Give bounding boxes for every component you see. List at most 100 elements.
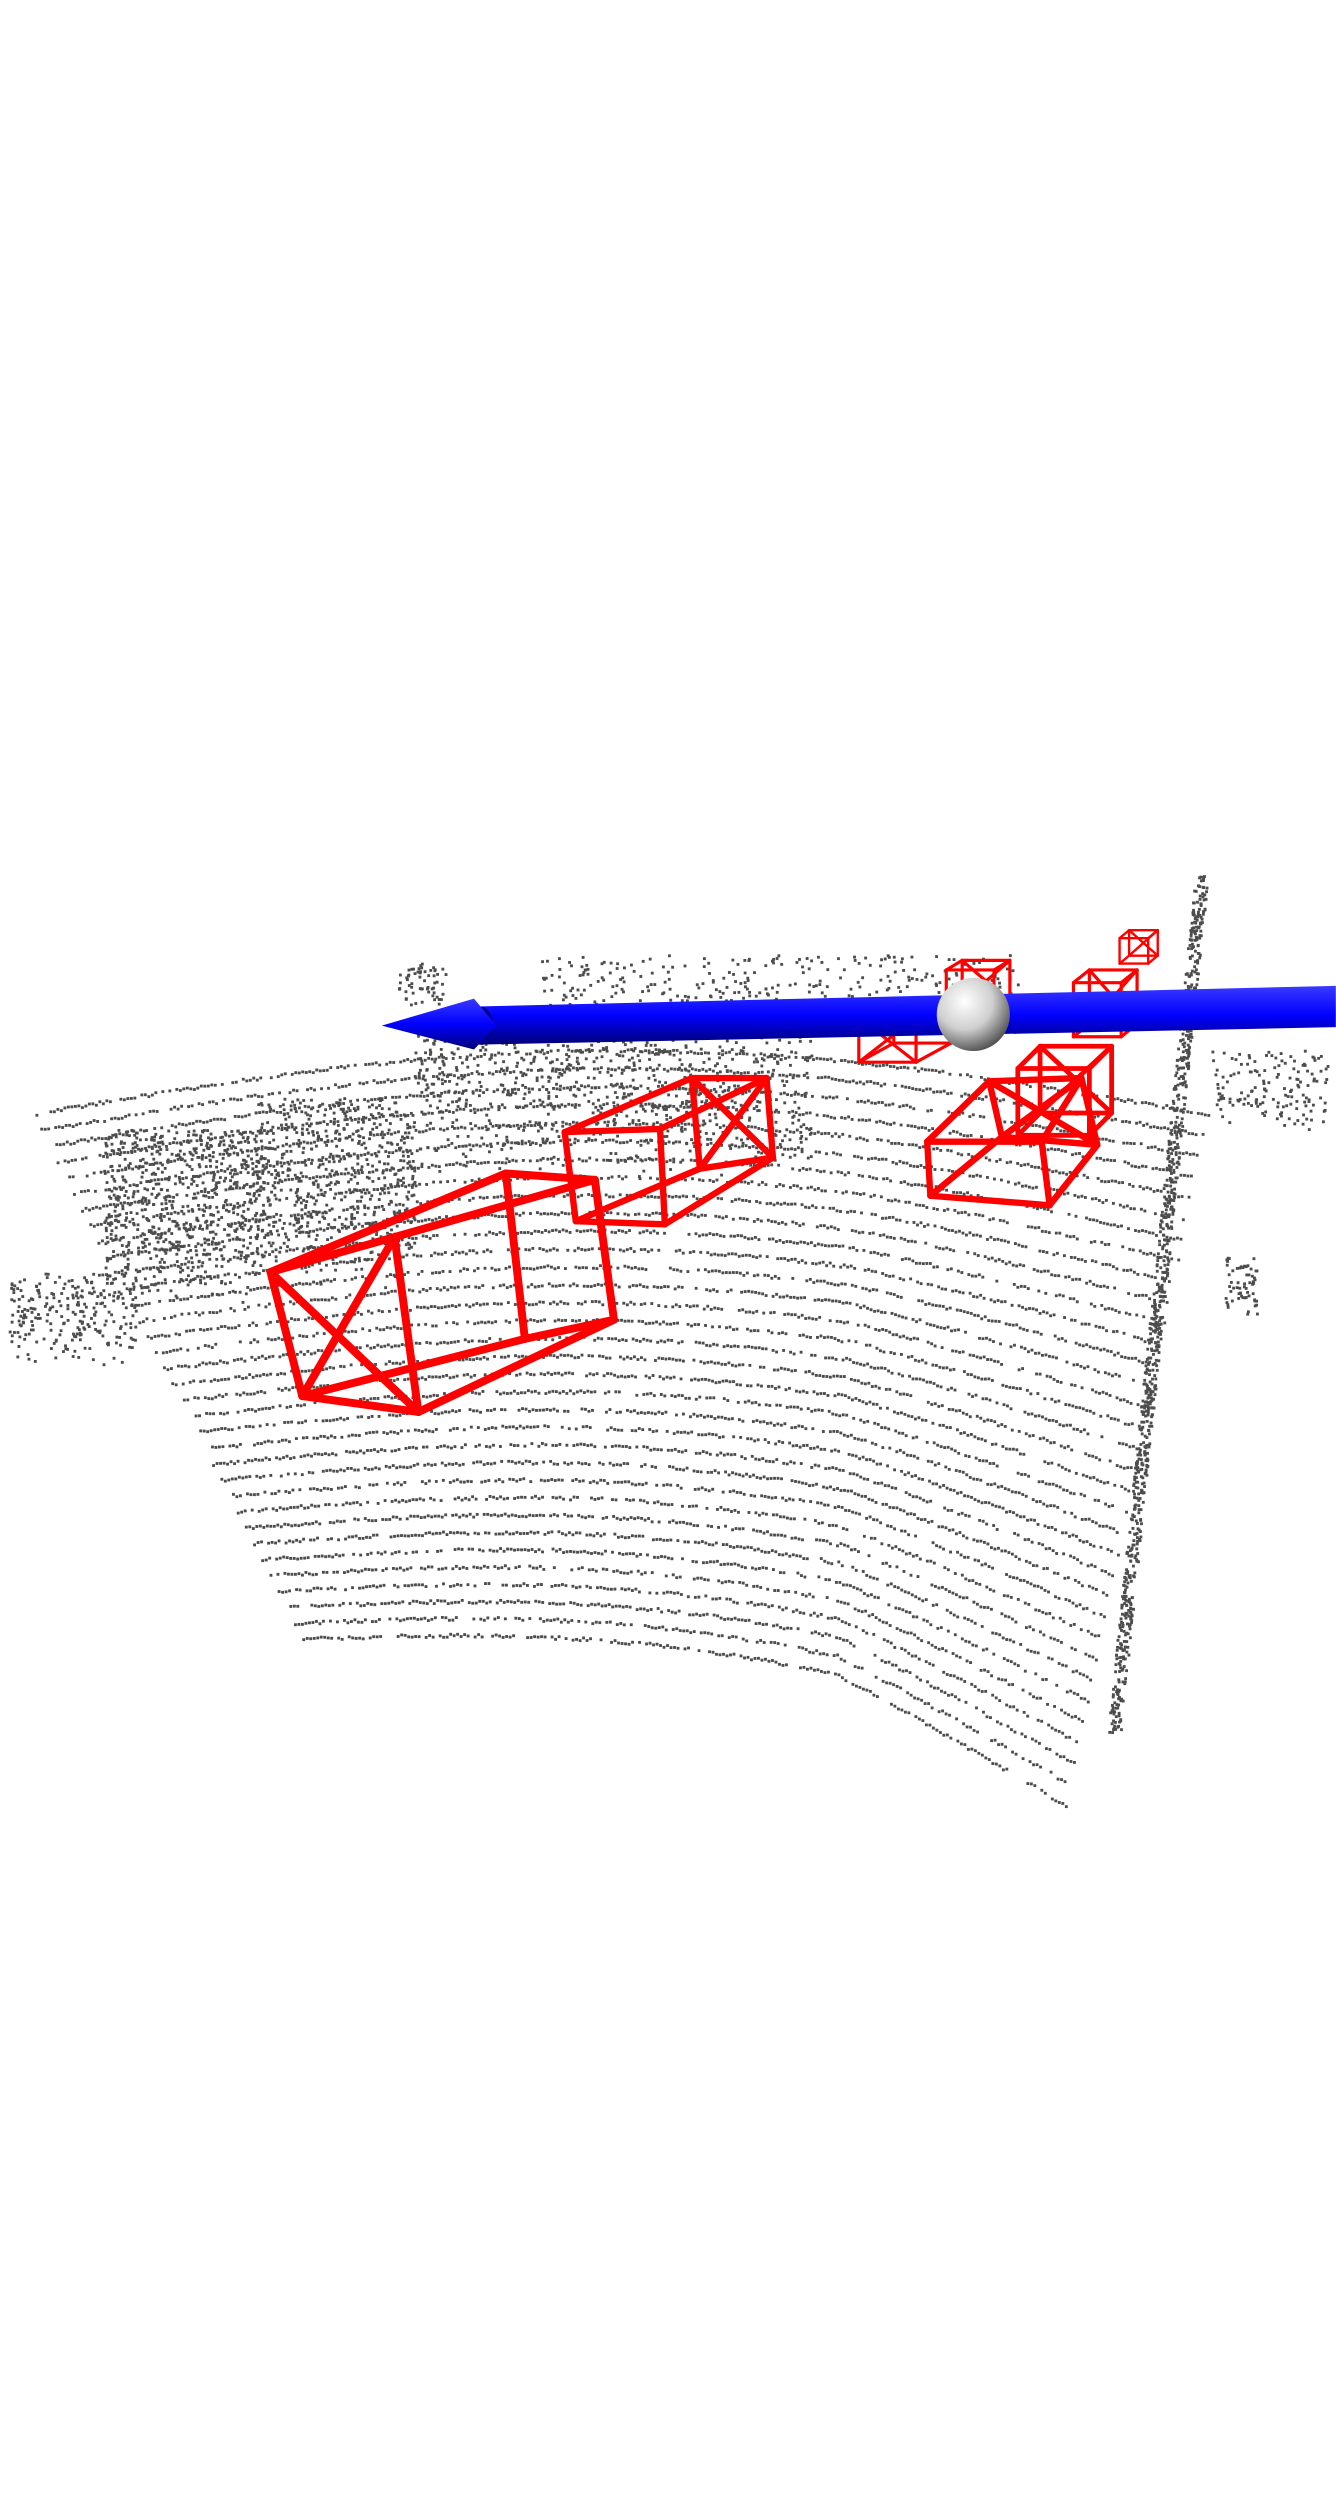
lidar-point <box>785 1240 789 1243</box>
lidar-point <box>630 1319 634 1323</box>
lidar-point <box>431 1324 435 1328</box>
lidar-point <box>486 1160 490 1164</box>
lidar-point <box>818 1261 822 1265</box>
lidar-point <box>1018 1452 1022 1456</box>
lidar-point <box>789 1405 793 1409</box>
lidar-point <box>334 1297 338 1301</box>
lidar-point <box>205 1224 209 1228</box>
lidar-point <box>711 1069 715 1073</box>
lidar-point <box>457 1091 461 1094</box>
lidar-point <box>903 1473 907 1477</box>
lidar-point <box>948 1072 952 1076</box>
lidar-point <box>453 1286 457 1290</box>
lidar-point <box>63 1106 67 1110</box>
lidar-point <box>102 1155 105 1158</box>
lidar-point <box>573 1141 577 1145</box>
lidar-point <box>433 1305 437 1308</box>
lidar-point <box>445 1215 448 1218</box>
lidar-point <box>471 1196 475 1200</box>
lidar-point <box>84 1156 88 1160</box>
lidar-point <box>210 1346 214 1350</box>
lidar-point <box>1107 1242 1111 1246</box>
lidar-point <box>318 1261 321 1265</box>
lidar-point <box>420 1165 424 1169</box>
lidar-point <box>1050 1397 1054 1401</box>
lidar-point <box>181 1177 185 1180</box>
lidar-point <box>877 1386 881 1390</box>
lidar-point <box>409 1111 413 1115</box>
lidar-point <box>1151 1231 1155 1235</box>
lidar-point <box>527 1087 531 1091</box>
lidar-point <box>99 1170 103 1174</box>
lidar-point <box>912 1454 916 1458</box>
lidar-point <box>942 1209 946 1212</box>
lidar-point <box>753 1329 756 1333</box>
lidar-point <box>470 1127 474 1131</box>
lidar-point <box>1036 1207 1039 1211</box>
lidar-point <box>415 1446 418 1450</box>
lidar-point <box>549 1408 552 1412</box>
lidar-point <box>827 1356 831 1360</box>
lidar-point <box>1075 1300 1079 1304</box>
lidar-point <box>1060 1337 1064 1340</box>
lidar-point <box>404 1077 407 1081</box>
lidar-point <box>129 1096 133 1100</box>
lidar-point <box>898 1218 902 1222</box>
lidar-point <box>442 1340 446 1344</box>
lidar-point <box>650 1302 654 1305</box>
lidar-point <box>258 1218 262 1222</box>
lidar-point <box>539 1372 543 1376</box>
lidar-point <box>826 1281 830 1285</box>
lidar-point <box>647 1411 650 1415</box>
lidar-point <box>426 1306 430 1310</box>
lidar-point <box>1002 1403 1006 1407</box>
lidar-point <box>795 1389 798 1393</box>
lidar-point <box>482 1250 486 1254</box>
lidar-point <box>818 1315 822 1319</box>
lidar-point <box>346 1171 350 1175</box>
lidar-point <box>903 1180 907 1184</box>
lidar-point <box>607 1176 610 1180</box>
lidar-point <box>1060 1149 1064 1153</box>
lidar-point <box>837 1078 841 1082</box>
lidar-point <box>729 1069 733 1073</box>
lidar-point <box>977 1273 981 1277</box>
lidar-point <box>1046 1086 1050 1090</box>
lidar-point <box>421 1077 425 1081</box>
lidar-point <box>646 1195 650 1199</box>
lidar-point <box>397 1130 400 1134</box>
lidar-point <box>201 1261 205 1265</box>
lidar-point <box>1102 1284 1106 1288</box>
lidar-point <box>842 1375 846 1378</box>
lidar-point <box>674 1087 678 1091</box>
lidar-point <box>777 1385 781 1389</box>
lidar-point <box>1087 1454 1091 1458</box>
lidar-point <box>1108 1394 1112 1397</box>
lidar-point <box>1084 1322 1087 1326</box>
lidar-point <box>680 1285 684 1289</box>
lidar-point <box>595 1267 599 1270</box>
lidar-point <box>1128 1312 1132 1316</box>
lidar-point <box>743 1235 747 1239</box>
lidar-point <box>1046 1208 1050 1211</box>
lidar-point <box>999 1342 1002 1346</box>
lidar-point <box>309 1298 313 1302</box>
lidar-point <box>339 1364 343 1368</box>
lidar-point <box>1125 1269 1129 1272</box>
lidar-point <box>627 1319 630 1323</box>
lidar-point <box>848 1246 852 1250</box>
lidar-point <box>1034 1414 1037 1418</box>
lidar-point <box>820 1243 824 1247</box>
lidar-point <box>735 1327 739 1331</box>
lidar-point <box>933 1224 937 1228</box>
lidar-point <box>362 1188 366 1192</box>
lidar-point <box>1000 1238 1003 1242</box>
lidar-point <box>356 1098 360 1102</box>
lidar-point <box>536 1266 539 1270</box>
lidar-point <box>1128 1247 1132 1251</box>
lidar-point <box>924 1418 928 1422</box>
lidar-point <box>711 1432 715 1436</box>
lidar-point <box>414 1341 418 1345</box>
lidar-point <box>166 1212 170 1215</box>
